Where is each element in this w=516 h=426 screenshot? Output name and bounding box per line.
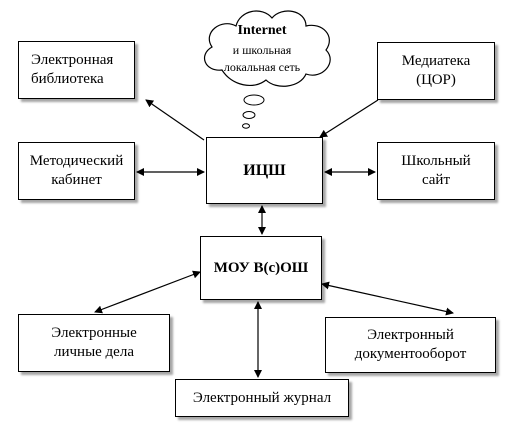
node-mou-school: МОУ В(с)ОШ	[200, 236, 322, 300]
node-icsh: ИЦШ	[206, 137, 323, 204]
node-electronic-document-flow: Электронный документооборот	[325, 317, 496, 373]
node-label: Медиатека (ЦОР)	[401, 53, 471, 88]
node-label: Электронный журнал	[192, 389, 332, 406]
node-label: Электронная библиотека	[31, 52, 114, 87]
node-label: Методический кабинет	[29, 153, 124, 188]
arrow-media-icsh	[319, 99, 379, 138]
arrow-mou-docflow	[321, 281, 454, 316]
cloud-title: Internet	[237, 23, 287, 38]
node-electronic-library: Электронная библиотека	[18, 41, 135, 99]
node-media-library: Медиатека (ЦОР)	[377, 42, 495, 100]
cloud-subtitle: и школьная локальная сеть	[223, 43, 301, 74]
node-school-site: Школьный сайт	[377, 142, 495, 200]
node-label: Электронный документооборот	[354, 327, 467, 362]
cloud-internet-label: Internet и школьная локальная сеть	[212, 22, 312, 76]
node-electronic-personal-files: Электронные личные дела	[18, 314, 170, 372]
cloud-internet-shape	[203, 10, 331, 129]
arrow-mou-files	[94, 270, 201, 314]
node-label: ИЦШ	[243, 162, 286, 179]
node-label: Электронные личные дела	[51, 325, 137, 360]
node-methodical-office: Методический кабинет	[18, 142, 135, 200]
node-label: МОУ В(с)ОШ	[213, 259, 309, 276]
node-electronic-journal: Электронный журнал	[175, 379, 349, 417]
arrow-icsh-library	[145, 99, 205, 141]
node-label: Школьный сайт	[401, 153, 471, 188]
